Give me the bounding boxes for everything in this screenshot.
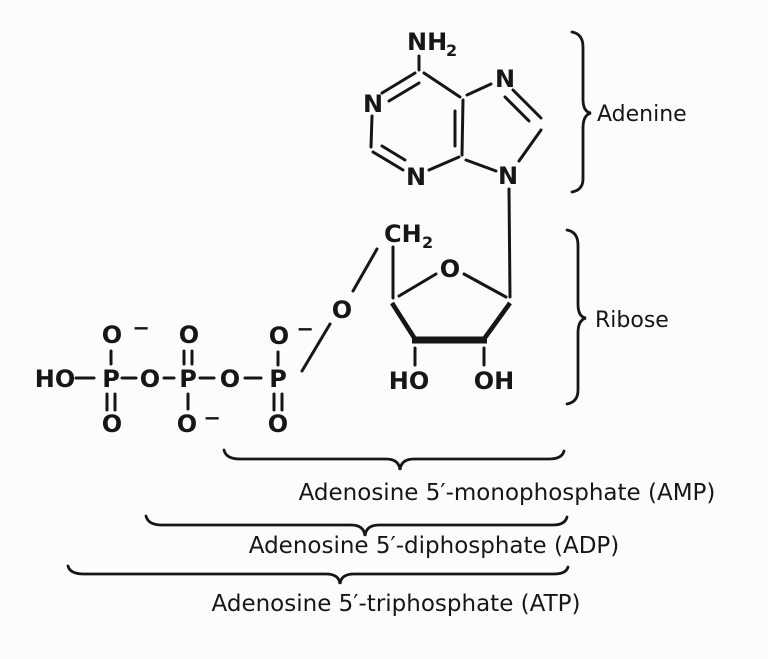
- bond-c6-n1-inner: [387, 81, 421, 103]
- p-right-top-oxygen: O: [269, 322, 289, 350]
- atom-n9: N: [498, 162, 518, 190]
- atom-n3: N: [406, 163, 426, 191]
- chain-oxygen-1: O: [140, 365, 160, 393]
- ribose-oh-group: OH: [474, 367, 515, 395]
- amino-group-label: NH: [407, 28, 447, 56]
- bond-c4p-ring-o: [397, 272, 438, 298]
- adp-underbrace: [144, 514, 569, 537]
- figure-labels: Adenine Ribose Adenosine 5′-monophosphat…: [212, 102, 716, 617]
- adenine-brace: [570, 30, 592, 194]
- bridge-oxygen: O: [332, 296, 352, 324]
- adenine-ring-bonds: [369, 54, 543, 299]
- bond-c2-n3-inner: [380, 144, 407, 162]
- ch2-group-subscript: 2: [422, 233, 433, 252]
- p-mid-bottom-charge: −: [203, 406, 221, 430]
- bond-n7-c8-inner: [503, 95, 531, 123]
- bond-n9-c4: [464, 158, 498, 173]
- ribose-ring-oxygen: O: [440, 255, 460, 283]
- amp-underbrace: [222, 448, 566, 471]
- adenine-atoms: NH 2 N N N N: [363, 28, 518, 191]
- amino-group-subscript: 2: [446, 41, 457, 60]
- phosphorus-right: P: [269, 365, 287, 393]
- bond-c2p-c1p-wedge: [482, 301, 512, 341]
- bond-c5-c6: [422, 71, 462, 99]
- bond-c4-c5-outer: [460, 98, 465, 157]
- bond-c5-n7: [465, 82, 493, 97]
- bond-c2-n3-outer: [371, 150, 405, 172]
- atom-n1: N: [363, 90, 383, 118]
- p-left-bottom-oxygen: O: [102, 410, 122, 438]
- p-right-top-charge: −: [296, 317, 314, 341]
- bond-c6-n1-outer: [380, 71, 417, 95]
- bond-ch2-bridge-o: [351, 247, 379, 293]
- p-left-top-oxygen: O: [102, 321, 122, 349]
- bond-n1-c2: [369, 114, 374, 149]
- bond-c4p-c3p-wedge: [390, 301, 417, 341]
- phosphate-chain-bonds: [74, 349, 284, 412]
- chain-ho-group: HO: [35, 365, 76, 393]
- p-left-top-charge: −: [132, 316, 150, 340]
- bond-c8-n9: [517, 128, 543, 163]
- bond-n3-c4: [427, 155, 461, 172]
- atp-label: Adenosine 5′-triphosphate (ATP): [212, 591, 581, 617]
- bond-glycosidic-n9-c1: [507, 187, 512, 299]
- bond-ring-o-c1p: [462, 272, 508, 299]
- atp-underbrace: [66, 564, 570, 585]
- adenine-label: Adenine: [597, 102, 687, 127]
- bond-bridge-o-p-right: [300, 322, 332, 373]
- p-mid-top-oxygen: O: [179, 321, 199, 349]
- ch2-group-label: CH: [384, 220, 422, 248]
- amp-label: Adenosine 5′-monophosphate (AMP): [299, 480, 716, 506]
- ribose-ring-bonds: [300, 245, 512, 373]
- adp-label: Adenosine 5′-diphosphate (ADP): [249, 533, 620, 559]
- chain-oxygen-2: O: [220, 365, 240, 393]
- ribose-brace: [565, 228, 587, 406]
- phosphorus-mid: P: [179, 365, 197, 393]
- atom-n7: N: [495, 65, 515, 93]
- phosphate-atoms: HO P O P O P O − O O − O O − O: [35, 316, 314, 438]
- ribose-label: Ribose: [595, 308, 669, 333]
- ribose-atoms: CH 2 O HO OH O: [332, 220, 514, 395]
- braces: [66, 30, 592, 585]
- bond-n7-c8-outer: [511, 88, 543, 120]
- ribose-ho-group: HO: [389, 367, 430, 395]
- p-mid-bottom-oxygen: O: [177, 410, 197, 438]
- phosphorus-left: P: [102, 365, 120, 393]
- p-right-bottom-oxygen: O: [268, 410, 288, 438]
